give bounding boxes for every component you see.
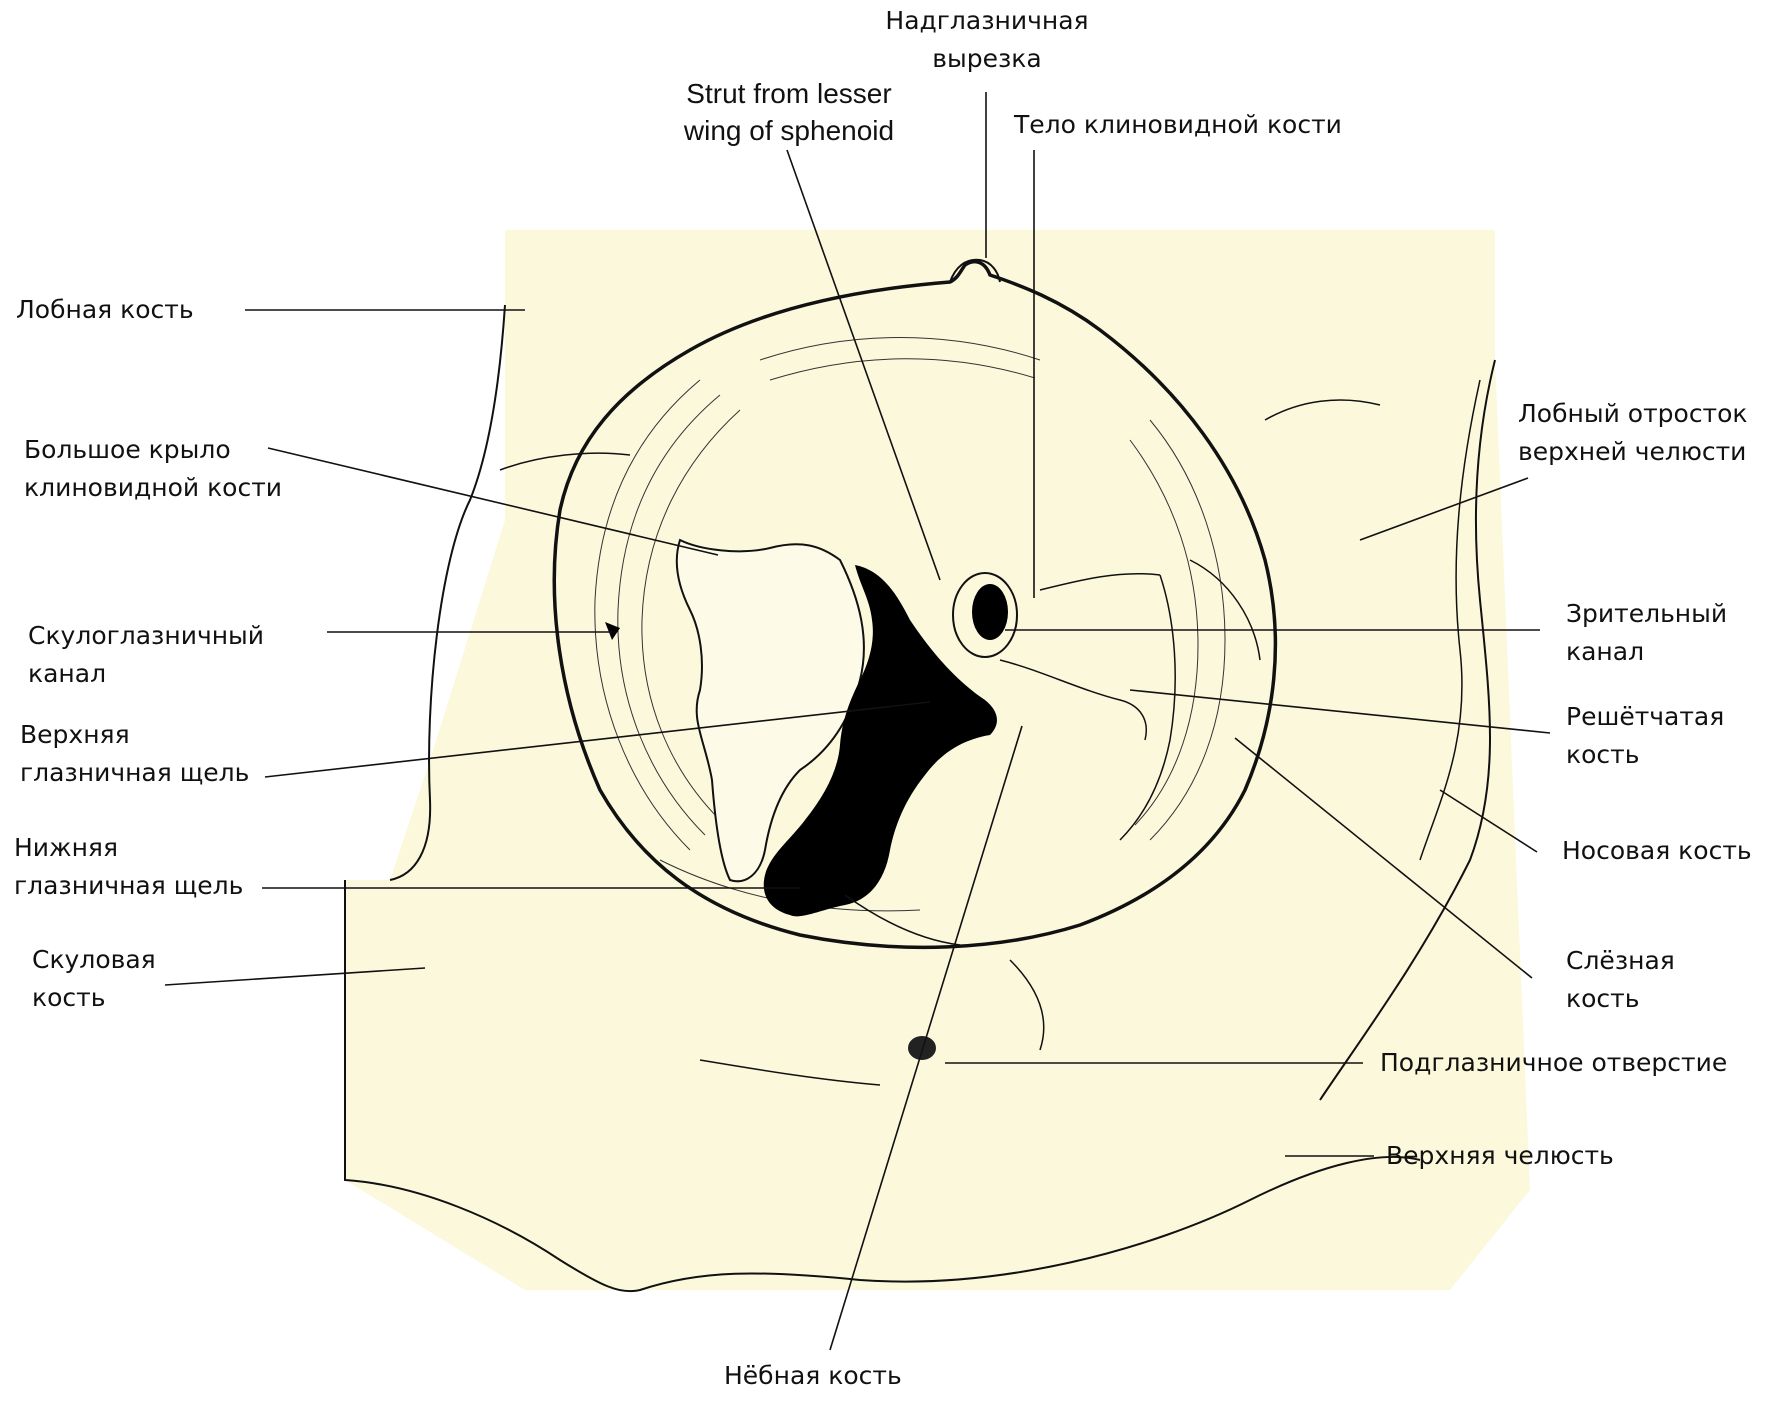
label-inferior-orbital-fissure: Нижняя глазничная щель [14, 829, 243, 905]
label-frontal-process-maxilla: Лобный отросток верхней челюсти [1518, 395, 1748, 471]
label-nasal-bone: Носовая кость [1562, 832, 1752, 870]
label-strut-lesser-wing: Strut from lesser wing of sphenoid [644, 75, 934, 149]
label-lacrimal-bone: Слёзная кость [1566, 942, 1675, 1018]
label-greater-wing: Большое крыло клиновидной кости [24, 431, 282, 507]
label-zygomatic-bone: Скуловая кость [32, 941, 156, 1017]
infraorbital-foramen [908, 1036, 936, 1060]
label-optic-canal: Зрительный канал [1566, 595, 1727, 671]
label-maxilla: Верхняя челюсть [1386, 1137, 1614, 1175]
label-palatine-bone: Нёбная кость [724, 1357, 902, 1395]
label-sphenoid-body: Тело клиновидной кости [1014, 106, 1342, 144]
label-supraorbital-notch: Надглазничная вырезка [882, 2, 1092, 78]
label-zygomatico-orbital-canal: Скулоглазничный канал [28, 617, 264, 693]
label-superior-orbital-fissure: Верхняя глазничная щель [20, 716, 249, 792]
optic-canal-opening [972, 584, 1008, 640]
label-ethmoid-bone: Решётчатая кость [1566, 698, 1724, 774]
label-infraorbital-foramen: Подглазничное отверстие [1380, 1044, 1727, 1082]
label-frontal-bone: Лобная кость [16, 291, 194, 329]
